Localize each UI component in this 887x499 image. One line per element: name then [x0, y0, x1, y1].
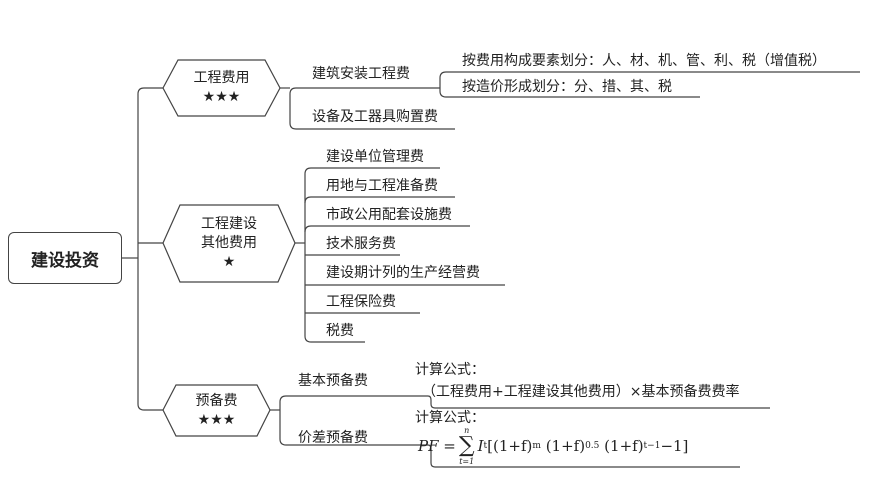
- formula-label: 计算公式：: [415, 362, 485, 378]
- list-item[interactable]: 建设单位管理费: [326, 149, 424, 165]
- node-other-costs[interactable]: 工程建设 其他费用 ★: [163, 205, 295, 282]
- node-engineering-cost[interactable]: 工程费用 ★★★: [163, 60, 280, 116]
- list-item[interactable]: 市政公用配套设施费: [326, 207, 452, 223]
- list-item[interactable]: 技术服务费: [326, 236, 396, 252]
- list-item[interactable]: 税费: [326, 323, 354, 339]
- list-item[interactable]: 用地与工程准备费: [326, 178, 438, 194]
- sum-symbol: n∑t=1: [458, 426, 475, 466]
- node-equipment-cost[interactable]: 设备及工器具购置费: [312, 109, 438, 125]
- node-title: 预备费: [195, 392, 238, 409]
- list-item[interactable]: 工程保险费: [326, 294, 396, 310]
- sum-bottom: t=1: [459, 457, 475, 466]
- formula-exp: t−1: [643, 441, 661, 451]
- node-price-contingency[interactable]: 价差预备费: [298, 430, 368, 446]
- node-construction-install-cost[interactable]: 建筑安装工程费: [312, 66, 410, 82]
- sum-top: n: [464, 426, 470, 435]
- node-basic-contingency[interactable]: 基本预备费: [298, 373, 368, 389]
- formula-part: (1+f): [545, 437, 586, 455]
- formula-exp: m: [532, 441, 541, 451]
- formula-label: 计算公式：: [415, 410, 485, 426]
- star-rating: ★: [222, 254, 236, 270]
- node-contingency[interactable]: 预备费 ★★★: [163, 385, 270, 436]
- node-title: 工程费用: [193, 70, 250, 86]
- star-rating: ★★★: [197, 411, 236, 428]
- formula-part: −1]: [660, 437, 689, 455]
- node-by-cost-elements[interactable]: 按费用构成要素划分：人、材、机、管、利、税（增值税）: [462, 53, 826, 69]
- basic-contingency-formula: （工程费用+工程建设其他费用）×基本预备费费率: [422, 384, 740, 400]
- formula-part: (1+f): [604, 437, 644, 455]
- formula-sub: t: [483, 441, 488, 451]
- list-item[interactable]: 建设期计列的生产经营费: [326, 265, 480, 281]
- formula-lhs: PF =: [418, 437, 456, 455]
- formula-exp: 0.5: [585, 441, 600, 451]
- star-rating: ★★★: [202, 89, 241, 105]
- node-title-line2: 其他费用: [201, 235, 257, 251]
- formula-part: [(1+f): [487, 437, 533, 455]
- root-node[interactable]: 建设投资: [8, 232, 122, 284]
- formula-term: I: [477, 437, 484, 455]
- node-title-line1: 工程建设: [201, 216, 257, 232]
- root-label: 建设投资: [31, 250, 99, 271]
- node-by-cost-formation[interactable]: 按造价形成划分：分、措、其、税: [462, 79, 672, 95]
